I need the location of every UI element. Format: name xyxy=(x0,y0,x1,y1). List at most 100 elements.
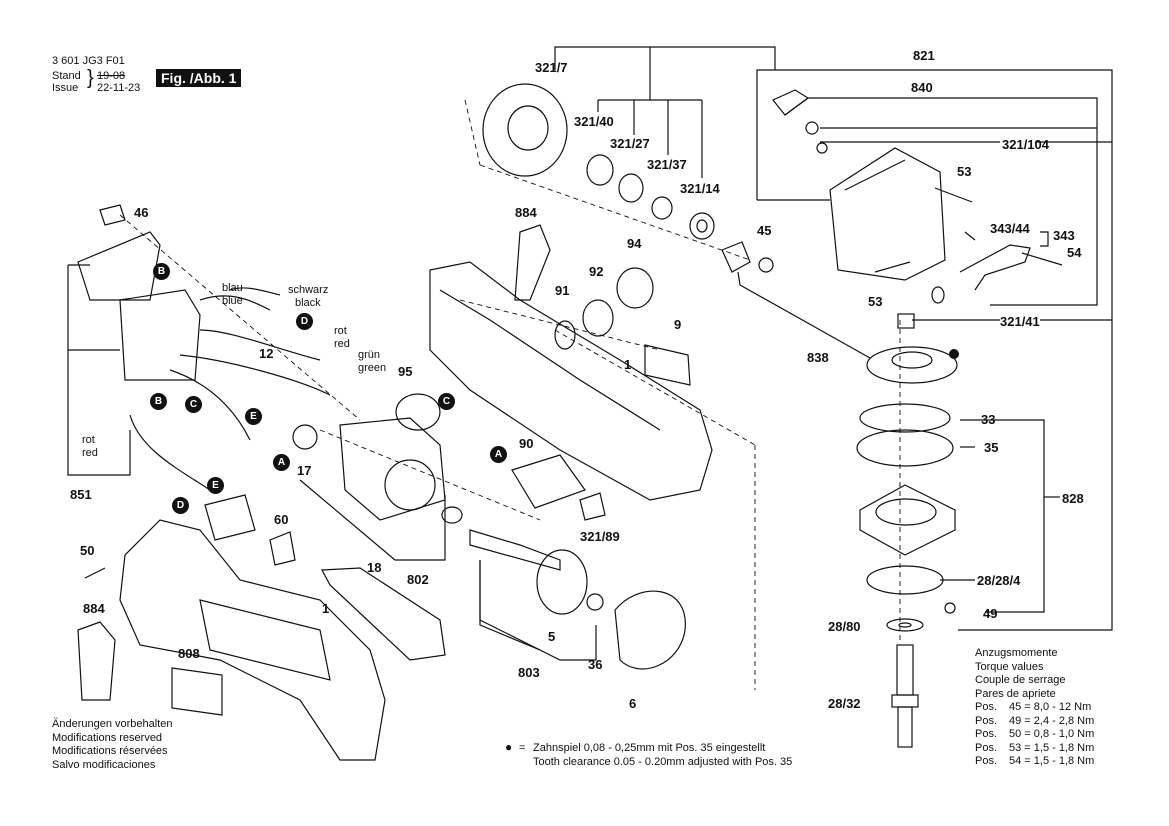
label-12: 12 xyxy=(259,346,274,361)
label-321-40: 321/40 xyxy=(574,114,614,129)
modifications-fr: Modifications réservées xyxy=(52,745,168,757)
battery-interface xyxy=(77,231,161,301)
label-821: 821 xyxy=(913,48,935,63)
torque-values-block: Anzugsmomente Torque values Couple de se… xyxy=(975,647,1094,769)
torque-row-value: 49 = 2,4 - 2,8 Nm xyxy=(1009,714,1095,727)
label-18: 18 xyxy=(367,560,382,575)
guard xyxy=(614,590,686,670)
label-45: 45 xyxy=(757,223,772,238)
torque-title-de: Anzugsmomente xyxy=(975,647,1058,659)
bracket-821 xyxy=(756,69,1113,631)
label-6: 6 xyxy=(629,696,637,711)
label-321-41: 321/41 xyxy=(1000,314,1040,329)
label-343-44: 343/44 xyxy=(990,221,1030,236)
torque-row-value: 54 = 1,5 - 1,8 Nm xyxy=(1009,755,1095,767)
connector-badge-b-lower: B xyxy=(150,393,167,410)
connector-badge-b: B xyxy=(153,263,170,280)
bracket-840 xyxy=(808,97,1098,306)
bracket-803 xyxy=(479,560,597,661)
label-321-104: 321/104 xyxy=(1002,137,1049,152)
label-808: 808 xyxy=(178,646,200,661)
bevel-gear xyxy=(866,346,958,384)
torque-row-pos: Pos. xyxy=(975,728,998,740)
wire-label-green: green xyxy=(358,362,387,374)
label-35: 35 xyxy=(984,440,999,455)
label-343: 343 xyxy=(1053,228,1075,243)
wire-label-black: black xyxy=(295,297,321,309)
torque-row: Pos. 54 = 1,5 - 1,8 Nm xyxy=(975,755,1094,769)
wire-label-rot: rot xyxy=(334,325,347,337)
label-321-37: 321/37 xyxy=(647,157,687,172)
torque-row: Pos. 45 = 8,0 - 12 Nm xyxy=(975,701,1094,715)
brace: } xyxy=(87,67,94,89)
label-92: 92 xyxy=(589,264,604,279)
connector-badge-c-housing: C xyxy=(438,393,455,410)
torque-row-value: 50 = 0,8 - 1,0 Nm xyxy=(1009,728,1095,740)
torque-row-pos: Pos. xyxy=(975,755,998,767)
fan xyxy=(536,549,588,615)
wire-label-gruen: grün xyxy=(358,349,381,361)
label-1-top: 1 xyxy=(624,357,632,372)
label-884-bottom: 884 xyxy=(83,601,105,616)
guard-cover-321-7 xyxy=(482,83,568,177)
motor xyxy=(339,417,446,521)
label-54: 54 xyxy=(1067,245,1082,260)
label-321-27: 321/27 xyxy=(610,136,650,151)
connector-badge-d-switch: D xyxy=(172,497,189,514)
electronics-module xyxy=(119,289,201,381)
connector-badge-a-module: A xyxy=(490,446,507,463)
bracket-802 xyxy=(299,479,446,561)
gear-head-housing xyxy=(829,147,946,281)
wire-label-red-lower: red xyxy=(82,447,98,459)
label-321-7: 321/7 xyxy=(535,60,568,75)
label-1-bottom: 1 xyxy=(322,601,330,616)
label-91: 91 xyxy=(555,283,570,298)
connector-badge-c: C xyxy=(185,396,202,413)
tooth-clearance-en: Tooth clearance 0.05 - 0.20mm adjusted w… xyxy=(533,756,793,768)
label-321-14: 321/14 xyxy=(680,181,720,196)
tooth-clearance-de: Zahnspiel 0,08 - 0,25mm mit Pos. 35 eing… xyxy=(533,742,766,754)
stand-label: Stand xyxy=(52,70,81,82)
label-95: 95 xyxy=(398,364,413,379)
wire-label-red: red xyxy=(334,338,350,350)
label-838: 838 xyxy=(807,350,829,365)
bracket-321 xyxy=(554,46,776,70)
modifications-note: Änderungen vorbehalten Modifications res… xyxy=(52,718,172,772)
label-28-32: 28/32 xyxy=(828,696,861,711)
torque-title-fr: Couple de serrage xyxy=(975,674,1066,686)
wire-label-schwarz: schwarz xyxy=(288,284,329,296)
label-321-89: 321/89 xyxy=(580,529,620,544)
torque-row-pos: Pos. xyxy=(975,701,998,713)
label-803: 803 xyxy=(518,665,540,680)
label-90: 90 xyxy=(519,436,534,451)
stand-value: 19-08 xyxy=(97,70,126,82)
label-840: 840 xyxy=(911,80,933,95)
label-28-28-4: 28/28/4 xyxy=(977,573,1021,588)
modifications-de: Änderungen vorbehalten xyxy=(52,718,173,730)
torque-row-value: 45 = 8,0 - 12 Nm xyxy=(1009,701,1092,713)
figure-label: Fig. /Abb. 1 xyxy=(156,69,242,87)
wire-label-blau: blau xyxy=(222,282,243,294)
label-53-top: 53 xyxy=(957,164,972,179)
label-17: 17 xyxy=(297,463,312,478)
label-53-bottom: 53 xyxy=(868,294,883,309)
lower-housing xyxy=(119,519,386,761)
label-884-top: 884 xyxy=(515,205,537,220)
label-33: 33 xyxy=(981,412,996,427)
torque-row: Pos. 50 = 0,8 - 1,0 Nm xyxy=(975,728,1094,742)
connector-badge-e-switch: E xyxy=(207,477,224,494)
label-60: 60 xyxy=(274,512,289,527)
bearing-flange xyxy=(859,484,956,556)
label-5: 5 xyxy=(548,629,556,644)
connector-badge-d: D xyxy=(296,313,313,330)
label-9: 9 xyxy=(674,317,682,332)
torque-row-pos: Pos. xyxy=(975,741,998,754)
label-36: 36 xyxy=(588,657,603,672)
bracket-828 xyxy=(960,419,1045,613)
label-49: 49 xyxy=(983,606,998,621)
tooth-equals: = xyxy=(519,742,526,754)
torque-row-pos: Pos. xyxy=(975,714,998,727)
label-50: 50 xyxy=(80,543,95,558)
bracket-851 xyxy=(67,265,131,476)
